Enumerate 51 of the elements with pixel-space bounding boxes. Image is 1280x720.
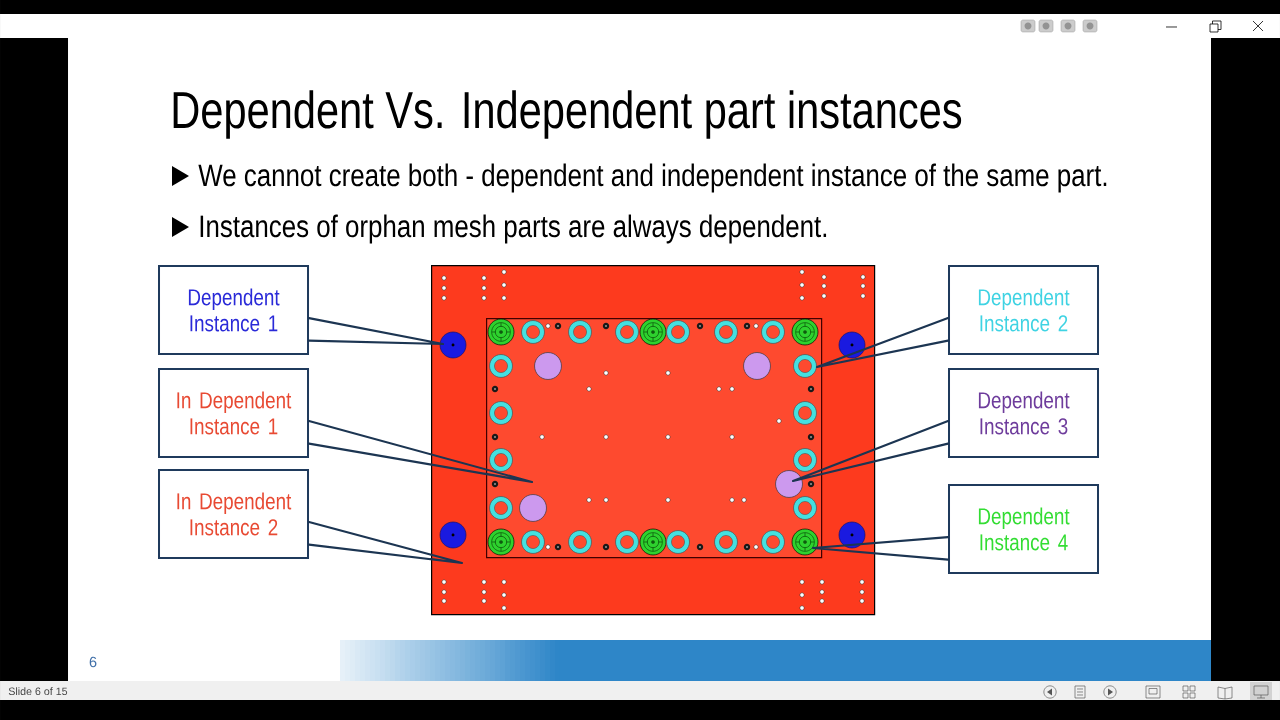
ring-hole (666, 320, 690, 344)
leader-line (811, 536, 950, 561)
leader-line (307, 317, 445, 346)
ring-hole (793, 448, 817, 472)
ring-hole (761, 530, 785, 554)
callout-box: Dependent Instance 3 (948, 368, 1099, 458)
callout-box: Dependent Instance 4 (948, 484, 1099, 574)
leader-line (307, 521, 464, 565)
ring-hole (568, 320, 592, 344)
slide-title: Dependent Vs. Independent part instances (173, 90, 962, 139)
ring-hole (521, 530, 545, 554)
ring-hole (568, 530, 592, 554)
bolt-head (639, 318, 667, 346)
dowel-circle (439, 331, 467, 359)
ring-hole (714, 320, 738, 344)
ring-hole (714, 530, 738, 554)
callout-box: Dependent Instance 2 (948, 265, 1099, 355)
ring-hole (489, 448, 513, 472)
ring-hole (615, 530, 639, 554)
bullet-text: Instances of orphan mesh parts are always dependent. (200, 214, 827, 244)
leader-line (791, 420, 950, 483)
dowel-circle (838, 521, 866, 549)
bolt-head (791, 528, 819, 556)
ring-hole (666, 530, 690, 554)
bullet-text: We cannot create both - dependent and independent instance of the same part. (198, 163, 1107, 193)
ring-hole (489, 401, 513, 425)
ring-hole (615, 320, 639, 344)
dowel-circle (439, 521, 467, 549)
pin-circle (743, 352, 771, 380)
callout-box: In Dependent Instance 1 (158, 368, 309, 458)
dowel-circle (838, 331, 866, 359)
callout-box: Dependent Instance 1 (158, 265, 309, 355)
ring-hole (793, 354, 817, 378)
ring-hole (793, 496, 817, 520)
page-number: 6 (89, 656, 97, 668)
pin-circle (534, 352, 562, 380)
callout-box: In Dependent Instance 2 (158, 469, 309, 559)
leader-line (815, 317, 950, 369)
bolt-head (487, 318, 515, 346)
pin-circle (775, 470, 803, 498)
leader-line (307, 420, 534, 484)
ring-hole (521, 320, 545, 344)
pin-circle (519, 494, 547, 522)
bolt-head (791, 318, 819, 346)
ring-hole (489, 354, 513, 378)
ring-hole (761, 320, 785, 344)
slide-counter: Slide 6 of 15 (8, 687, 68, 696)
ring-hole (793, 401, 817, 425)
bolt-head (487, 528, 515, 556)
bolt-head (639, 528, 667, 556)
ring-hole (489, 496, 513, 520)
